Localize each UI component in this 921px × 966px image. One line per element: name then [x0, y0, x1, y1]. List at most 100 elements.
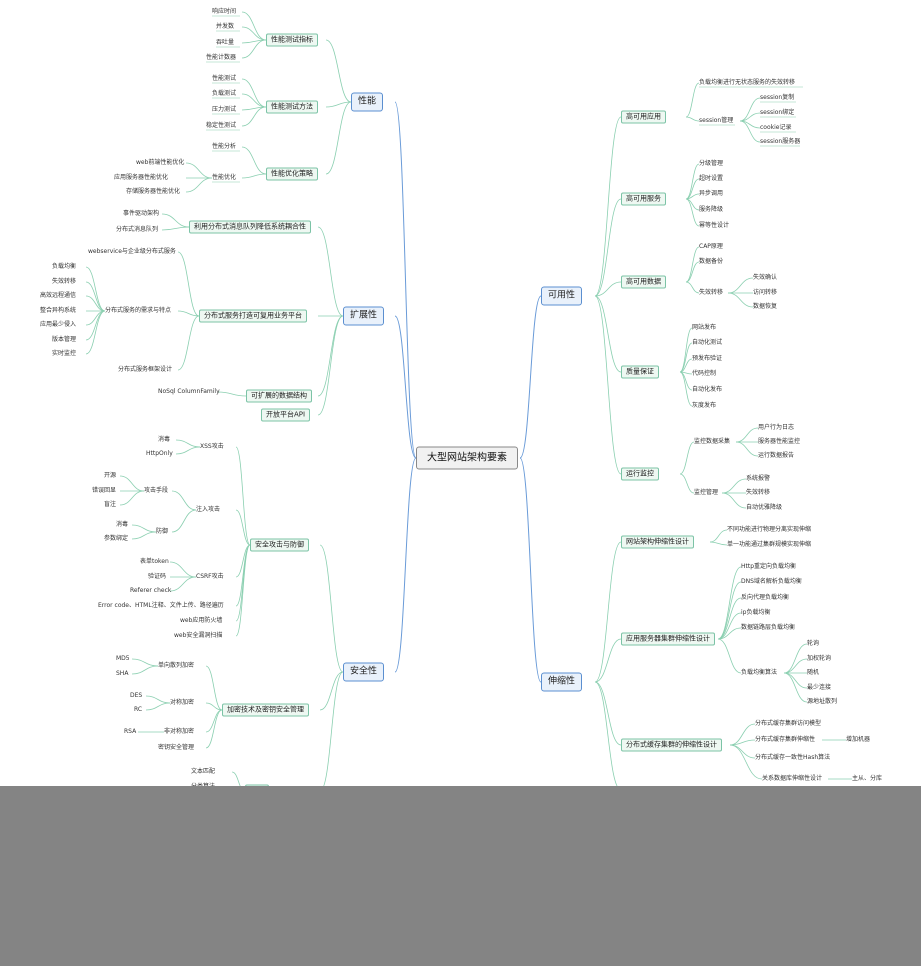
leaf-node: 自动化测试	[692, 339, 723, 346]
leaf-node: 验证码	[148, 573, 167, 580]
leaf-node: RSA	[124, 728, 137, 735]
leaf-node: 应用最少侵入	[40, 321, 77, 328]
perf-optimization-node[interactable]: 性能优化策略	[266, 167, 318, 181]
leaf-node: 防御	[156, 528, 169, 535]
ha-data-node[interactable]: 高可用数据	[621, 275, 666, 289]
leaf-node: 稳定性测试	[206, 122, 237, 129]
leaf-node: 负载均衡算法	[741, 669, 778, 676]
leaf-node: 失效转移	[746, 489, 771, 496]
leaf-node: 攻击手段	[144, 487, 169, 494]
leaf-node: 文本匹配	[191, 768, 216, 775]
leaf-node: 分布式服务的需求与特点	[105, 307, 172, 314]
dist-services-node[interactable]: 分布式服务打造可复用业务平台	[199, 309, 307, 323]
leaf-node: 预发布验证	[692, 355, 723, 362]
center-topic[interactable]: 大型网站架构要素	[416, 446, 518, 470]
gray-overlay	[0, 786, 921, 966]
leaf-node: 分布式消息队列	[116, 226, 159, 233]
leaf-node: 用户行为日志	[758, 424, 795, 431]
leaf-node: 消毒	[158, 436, 171, 443]
leaf-node: web安全漏洞扫描	[174, 632, 223, 639]
open-api-node[interactable]: 开放平台API	[261, 408, 311, 422]
leaf-node: Http重定向负载均衡	[741, 563, 797, 570]
leaf-node: 并发数	[216, 23, 235, 30]
leaf-node: 超时设置	[699, 175, 724, 182]
leaf-node: SHA	[116, 670, 129, 677]
leaf-node: 增加机器	[846, 736, 871, 743]
leaf-node: NoSql ColumnFamily	[158, 388, 220, 395]
leaf-node: 代码控制	[692, 370, 717, 377]
monitor-node[interactable]: 运行监控	[621, 467, 659, 481]
leaf-node: 表单token	[140, 558, 169, 565]
leaf-node: 分布式缓存一致性Hash算法	[755, 754, 831, 761]
leaf-node: 版本管理	[52, 336, 77, 343]
leaf-node: 响应时间	[212, 8, 237, 15]
leaf-node: 最少连接	[807, 684, 832, 691]
leaf-node: 服务器性能监控	[758, 438, 801, 445]
leaf-node: web前端性能优化	[136, 159, 185, 166]
leaf-node: 不同功能进行物理分离实现伸缩	[727, 526, 812, 533]
leaf-node: CAP原理	[699, 243, 723, 250]
leaf-node: 加权轮询	[807, 655, 832, 662]
elasticity-node[interactable]: 伸缩性	[541, 672, 583, 692]
availability-node[interactable]: 可用性	[541, 286, 583, 306]
leaf-node: 数据链路层负载均衡	[741, 624, 796, 631]
leaf-node: 高效远程通信	[40, 292, 77, 299]
leaf-node: CSRF攻击	[196, 573, 224, 580]
leaf-node: 主从、分库	[852, 775, 883, 782]
leaf-node: HttpOnly	[146, 450, 173, 457]
app-cluster-node[interactable]: 应用服务器集群伸缩性设计	[621, 632, 715, 646]
mq-node[interactable]: 利用分布式消息队列降低系统耦合性	[189, 220, 311, 234]
attack-defense-node[interactable]: 安全攻击与防御	[250, 538, 309, 552]
leaf-node: 数据恢复	[753, 303, 778, 310]
leaf-node: 性能分析	[212, 143, 237, 150]
leaf-node: 运行数据报告	[758, 452, 795, 459]
leaf-node: 负载均衡进行无状态服务的失效转移	[699, 79, 796, 86]
leaf-node: 事件驱动架构	[123, 210, 160, 217]
leaf-node: 开源	[104, 472, 117, 479]
leaf-node: 访问转移	[753, 289, 778, 296]
leaf-node: XSS攻击	[200, 443, 224, 450]
leaf-node: 自动优雅降级	[746, 504, 783, 511]
leaf-node: 灰度发布	[692, 402, 717, 409]
leaf-node: webservice与企业级分布式服务	[88, 248, 176, 255]
leaf-node: session复制	[760, 94, 795, 101]
arch-scaling-node[interactable]: 网站架构伸缩性设计	[621, 535, 694, 549]
leaf-node: 分布式服务框架设计	[118, 366, 173, 373]
cache-cluster-node[interactable]: 分布式缓存集群的伸缩性设计	[621, 738, 722, 752]
scalability-node[interactable]: 扩展性	[343, 306, 385, 326]
leaf-node: 失效转移	[52, 278, 77, 285]
leaf-node: session服务器	[760, 138, 801, 145]
leaf-node: 存储服务器性能优化	[126, 188, 181, 195]
crypto-node[interactable]: 加密技术及密钥安全管理	[222, 703, 309, 717]
quality-node[interactable]: 质量保证	[621, 365, 659, 379]
leaf-node: 参数绑定	[104, 535, 129, 542]
leaf-node: Error code、HTML注释、文件上传、路径遍历	[98, 602, 224, 609]
extensible-data-node[interactable]: 可扩展的数据结构	[246, 389, 312, 403]
leaf-node: 盲注	[104, 501, 117, 508]
leaf-node: DNS域名解析负载均衡	[741, 578, 802, 585]
leaf-node: 失效转移	[699, 289, 724, 296]
leaf-node: 系统报警	[746, 475, 771, 482]
leaf-node: 整合异构系统	[40, 307, 77, 314]
leaf-node: 监控数据采集	[694, 438, 731, 445]
perf-test-methods-node[interactable]: 性能测试方法	[266, 100, 318, 114]
leaf-node: 源地址散列	[807, 698, 838, 705]
security-node[interactable]: 安全性	[343, 662, 385, 682]
leaf-node: 随机	[807, 669, 820, 676]
leaf-node: session绑定	[760, 109, 795, 116]
leaf-node: RC	[134, 706, 143, 713]
leaf-node: 注入攻击	[196, 506, 221, 513]
performance-node[interactable]: 性能	[351, 92, 384, 112]
ha-app-node[interactable]: 高可用应用	[621, 110, 666, 124]
leaf-node: 分级管理	[699, 160, 724, 167]
leaf-node: 负载均衡	[52, 263, 77, 270]
leaf-node: 网站发布	[692, 324, 717, 331]
leaf-node: cookie记录	[760, 124, 792, 131]
leaf-node: 性能优化	[212, 174, 237, 181]
leaf-node: 性能计数器	[206, 54, 237, 61]
leaf-node: Referer check	[130, 587, 172, 594]
leaf-node: 关系数据库伸缩性设计	[762, 775, 823, 782]
perf-test-metrics-node[interactable]: 性能测试指标	[266, 33, 318, 47]
ha-service-node[interactable]: 高可用服务	[621, 192, 666, 206]
